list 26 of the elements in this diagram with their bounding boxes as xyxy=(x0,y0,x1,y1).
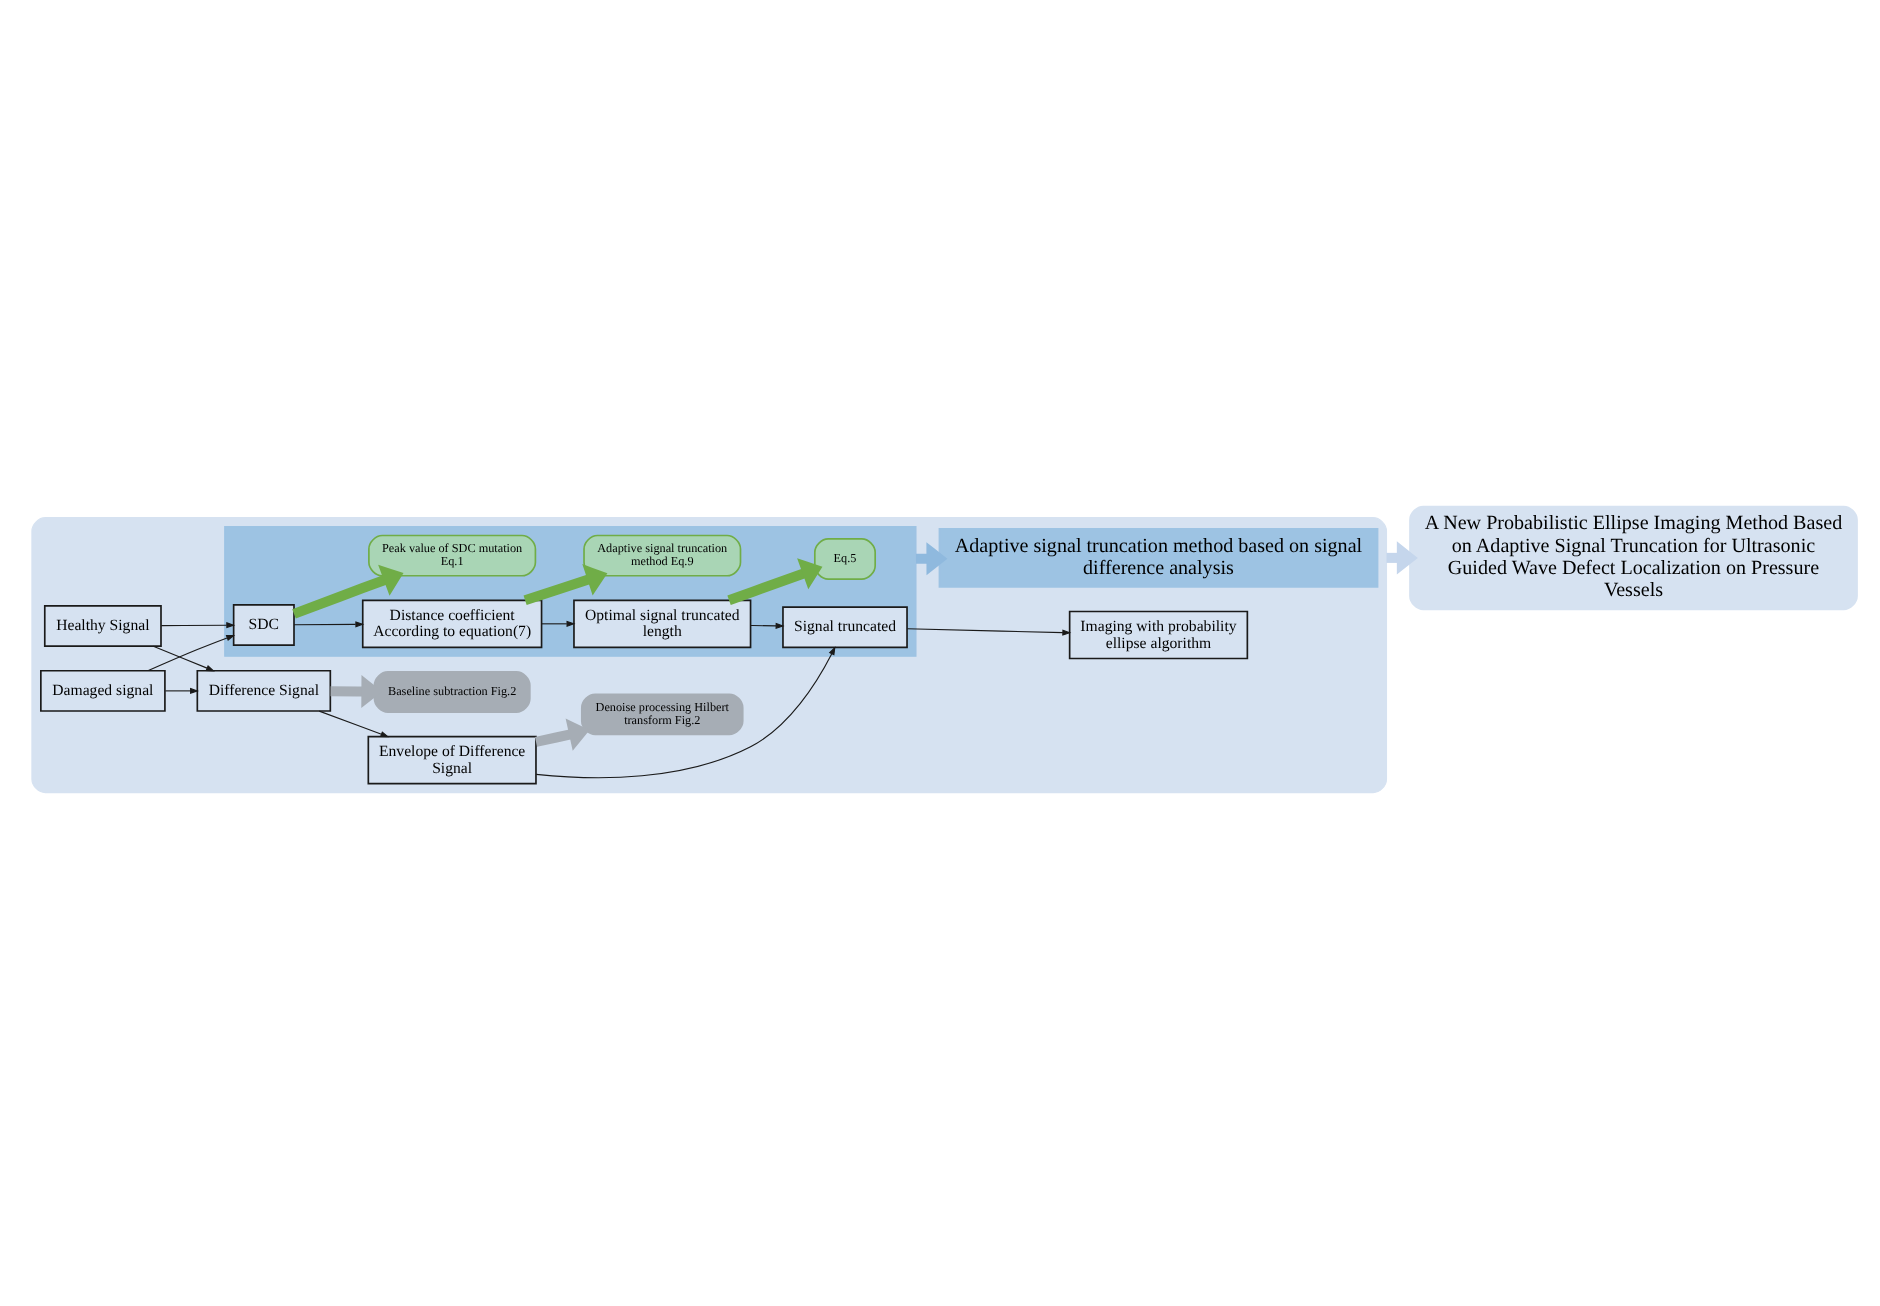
node-box: Damaged signal xyxy=(40,668,166,711)
node-box: Signal truncated xyxy=(782,605,908,648)
arrow xyxy=(906,627,1072,635)
node-box: Distance coefficient According to equation(7) xyxy=(361,598,543,648)
node-box: SDC xyxy=(232,603,295,645)
arrow xyxy=(750,621,785,629)
node-box: Adaptive signal truncation method based on signal difference analysis xyxy=(938,527,1379,587)
arrow xyxy=(160,621,236,628)
arrow xyxy=(292,563,404,618)
arrow xyxy=(318,709,390,737)
node-box: Optimal signal truncated length xyxy=(573,598,752,648)
arrow xyxy=(164,686,199,693)
cluster xyxy=(31,516,1388,793)
node-box: Difference Signal xyxy=(196,668,332,711)
node-box: Imaging with probability ellipse algorithm xyxy=(1068,609,1249,659)
arrow xyxy=(523,563,608,605)
arrow xyxy=(535,645,836,778)
arrow xyxy=(534,717,590,750)
node-box: Envelope of Difference Signal xyxy=(367,734,537,784)
arrow xyxy=(727,557,823,604)
arrow xyxy=(152,644,215,671)
node-box: A New Probabilistic Ellipse Imaging Method Based on Adaptive Signal Truncation for Ultrasonic Guided Wave Defect Localization on Pressure Vessels xyxy=(1409,504,1858,610)
arrow xyxy=(147,633,236,671)
node-box: Healthy Signal xyxy=(43,604,162,646)
arrow xyxy=(293,620,365,627)
arrow xyxy=(541,619,576,626)
